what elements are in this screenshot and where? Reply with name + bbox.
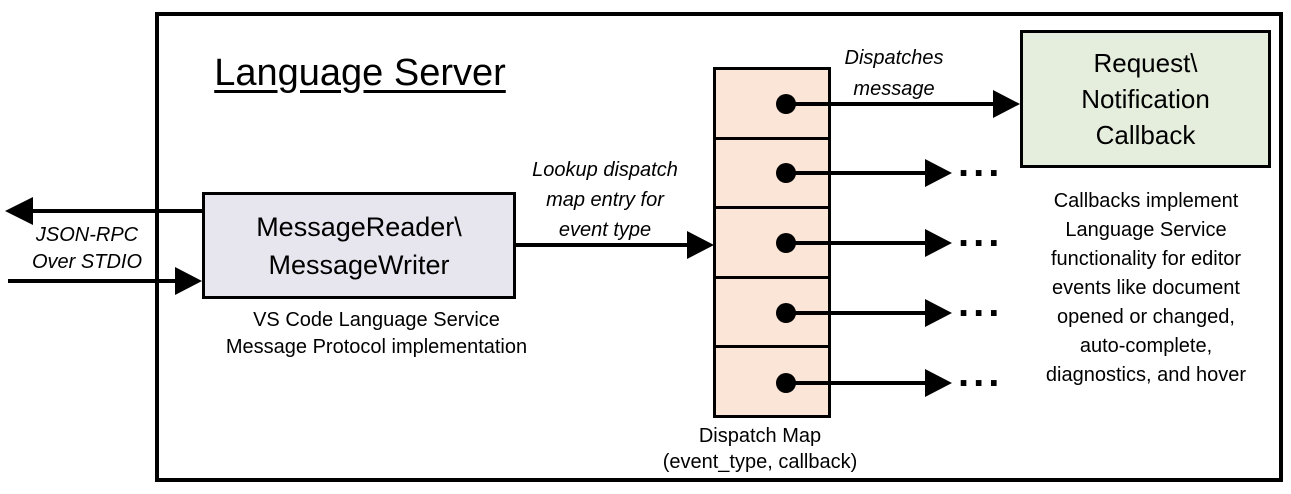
dispatch-map-cell	[716, 348, 828, 415]
ellipsis-row-4: ...	[958, 281, 1004, 325]
callbacks-note: Callbacks implement Language Service fun…	[1045, 190, 1247, 386]
page-title: Language Server	[214, 52, 506, 94]
dispatches-message-label: Dispatches message	[844, 47, 944, 100]
request-notification-callback-box: Request\ Notification Callback	[1020, 30, 1271, 168]
message-reader-writer-box: MessageReader\ MessageWriter	[202, 192, 516, 299]
ellipsis-row-2: ...	[958, 141, 1004, 185]
dispatch-map-cell	[716, 70, 828, 140]
dispatch-map-cell	[716, 278, 828, 349]
ellipsis-row-5: ...	[958, 351, 1004, 395]
dispatch-map-caption: Dispatch Map (event_type, callback)	[662, 425, 858, 473]
reader-box-caption: VS Code Language Service Message Protoco…	[225, 309, 528, 358]
message-reader-writer-label: MessageReader\ MessageWriter	[256, 211, 462, 280]
dispatch-map-cell	[716, 139, 828, 210]
json-rpc-io-label: JSON-RPC Over STDIO	[31, 224, 142, 273]
dispatch-map	[713, 67, 831, 418]
ellipsis-row-3: ...	[958, 211, 1004, 255]
lookup-dispatch-label: Lookup dispatch map entry for event type	[532, 159, 678, 241]
callback-box-label: Request\ Notification Callback	[1081, 48, 1210, 150]
dispatch-map-cell	[716, 209, 828, 279]
